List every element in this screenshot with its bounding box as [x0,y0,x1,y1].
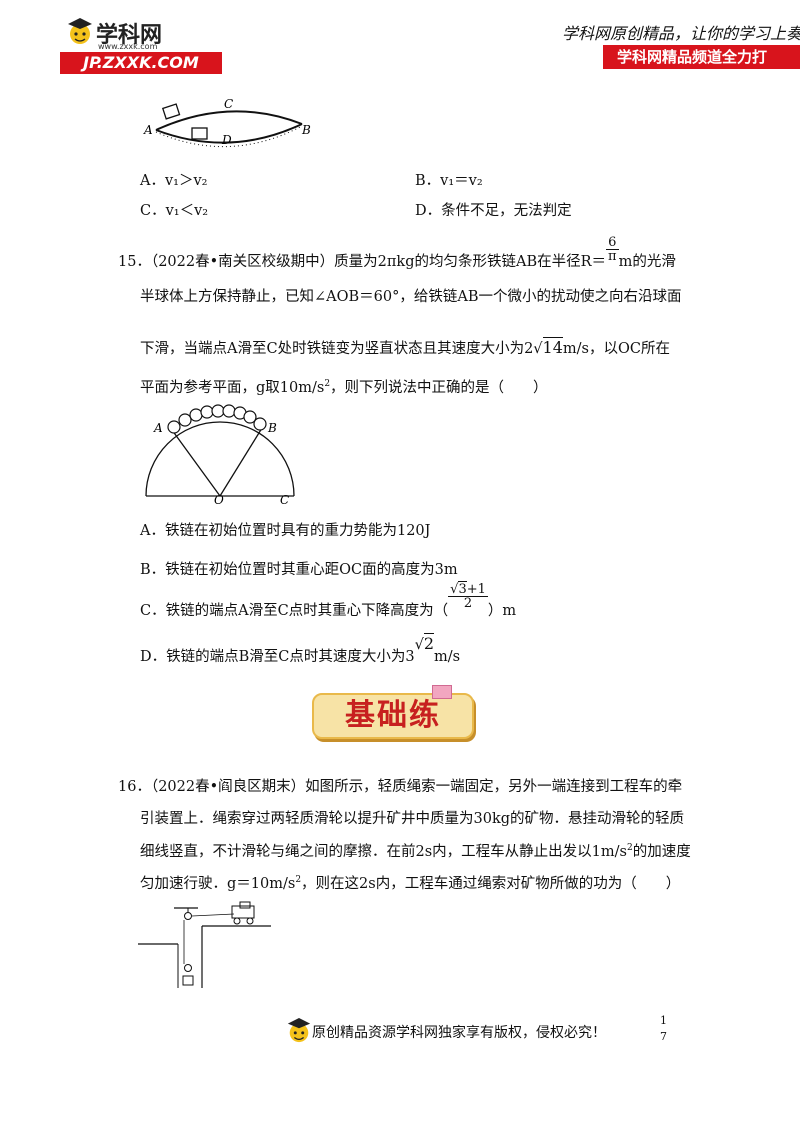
q16-line3: 细线竖直，不计滑轮与绳之间的摩擦．在前2s内，工程车从静止出发以1m/s2的加速… [140,843,691,860]
q15-line3: 下滑，当端点A滑至C处时铁链变为竖直状态且其速度大小为2√14m/s，以OC所在 [140,337,670,357]
header-channel: 学科网精品频道全力打 [603,45,800,69]
q14-option-d: D．条件不足，无法判定 [415,203,572,219]
q14-option-c: C．v₁＜v₂ [140,203,209,219]
q16-number: 16． [118,779,151,795]
q16-line1: 16．（2022春•阎良区期末）如图所示，轻质绳索一端固定，另外一端连接到工程车… [118,779,683,795]
header-slogan: 学科网原创精品，让你的学习上奏 [562,24,800,43]
q15-line2: 半球体上方保持静止，已知∠AOB＝60°，给铁链AB一个微小的扰动使之向右沿球面 [140,289,682,305]
gift-icon [432,685,452,699]
q16-figure [138,901,271,988]
q14-label-b: B [301,123,311,137]
q16-line2: 引装置上．绳索穿过两轻质滑轮以提升矿井中质量为30kg的矿物．悬挂动滑轮的轻质 [140,811,685,827]
q15-option-b: B．铁链在初始位置时其重心距OC面的高度为3m [140,562,458,578]
page-number-top: 1 [660,1014,667,1027]
q16-line4: 匀加速行驶．g＝10m/s2，则在这2s内，工程车通过绳索对矿物所做的功为（ ） [140,875,681,892]
section-title: 基础练 [345,698,441,733]
q14-figure: A B C D [143,97,311,148]
header-logo: 学科网 www.zxxk.com JP.ZXXK.COM [58,14,228,74]
q15-label-b: B [267,421,277,435]
q14-label-d: D [221,133,232,147]
mascot-icon [68,18,92,44]
q15-line4: 平面为参考平面，g取10m/s2，则下列说法中正确的是（ ） [140,379,548,396]
q14-label-c: C [224,97,233,111]
q14-label-a: A [143,123,153,137]
q15-label-a: A [153,421,163,435]
q15-option-d: D．铁链的端点B滑至C点时其速度大小为3√2m/s [140,633,461,665]
q15-option-a: A．铁链在初始位置时具有的重力势能为120J [140,523,431,539]
q15-line1: 15．（2022春•南关区校级期中）质量为2πkg的均匀条形铁链AB在半径R＝6… [118,234,676,270]
q14-option-b: B．v₁＝v₂ [415,173,483,189]
logo-url: www.zxxk.com [98,42,158,51]
page-number-bottom: 7 [660,1030,667,1043]
footer-copyright: 原创精品资源学科网独家享有版权，侵权必究！ [312,1025,606,1041]
q15-label-o: O [214,493,224,504]
sqrt-sign: √ [533,341,543,357]
footer-mascot-icon [287,1018,311,1043]
section-banner: 基础练 [312,685,474,739]
q14-option-a: A．v₁＞v₂ [140,173,208,189]
logo-cn: 学科网 [96,23,163,48]
q15-label-c: C [280,493,289,504]
q15-figure: A B O C [145,404,295,504]
logo-badge: JP.ZXXK.COM [60,52,222,74]
q15-number: 15． [118,254,151,270]
